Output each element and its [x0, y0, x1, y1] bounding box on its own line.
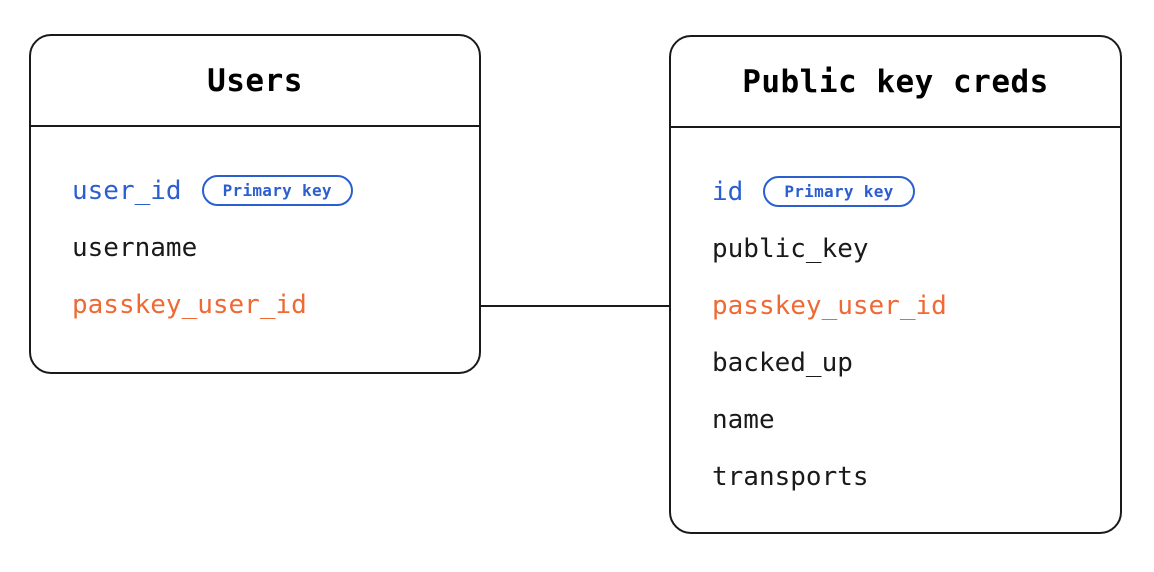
field-name: username [72, 232, 198, 263]
field-name: passkey_user_id [72, 289, 307, 320]
field-row[interactable]: passkey_user_id [31, 276, 479, 333]
entity-header: Public key creds [671, 37, 1120, 128]
field-name: backed_up [712, 347, 853, 378]
field-name: transports [712, 461, 869, 492]
relationship-connector [481, 305, 669, 307]
field-row[interactable]: username [31, 219, 479, 276]
field-row[interactable]: name [671, 391, 1120, 448]
entity-title: Public key creds [742, 63, 1049, 100]
entity-field-list: user_id Primary key username passkey_user_i… [31, 127, 479, 333]
field-row[interactable]: transports [671, 448, 1120, 505]
field-row[interactable]: passkey_user_id [671, 277, 1120, 334]
field-name: public_key [712, 233, 869, 264]
primary-key-badge: Primary key [201, 175, 353, 206]
field-row[interactable]: user_id Primary key [31, 162, 479, 219]
field-name: passkey_user_id [712, 290, 947, 321]
field-name: id [712, 176, 744, 207]
field-row[interactable]: public_key [671, 220, 1120, 277]
entity-title: Users [207, 62, 303, 99]
field-name: user_id [72, 175, 182, 206]
primary-key-badge: Primary key [763, 176, 915, 207]
entity-table-users[interactable]: Users user_id Primary key username passkey_u… [29, 34, 481, 374]
primary-key-badge-label: Primary key [784, 182, 894, 201]
entity-header: Users [31, 36, 479, 127]
primary-key-badge-label: Primary key [222, 181, 332, 200]
field-row[interactable]: id Primary key [671, 163, 1120, 220]
field-name: name [712, 404, 775, 435]
field-row[interactable]: backed_up [671, 334, 1120, 391]
